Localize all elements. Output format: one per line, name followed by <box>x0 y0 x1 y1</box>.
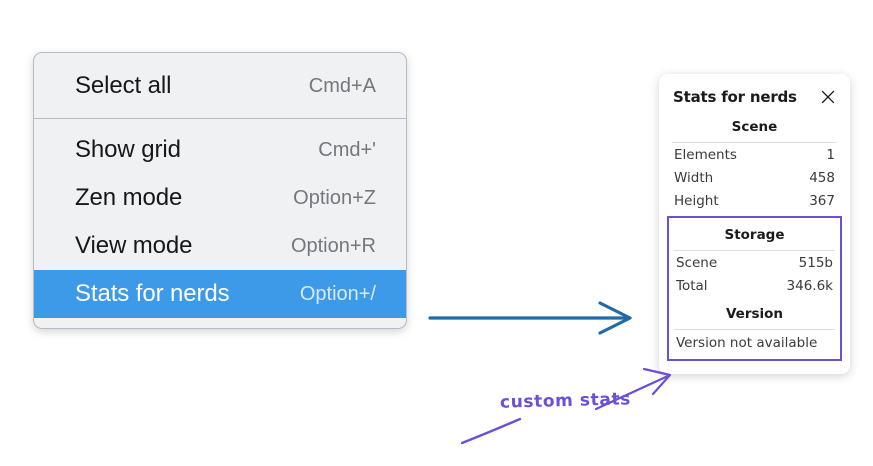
stats-panel-body: Scene Elements 1 Width 458 Height 367 St… <box>659 110 850 374</box>
menu-section-1: Select all Cmd+A <box>34 53 406 118</box>
menu-item-show-grid[interactable]: Show grid Cmd+' <box>34 126 406 174</box>
stat-value: 346.6k <box>786 278 833 294</box>
section-heading-storage: Storage <box>724 227 785 243</box>
section-heading-scene: Scene <box>731 119 778 135</box>
stat-row-width: Width 458 <box>672 166 837 189</box>
stat-value: 1 <box>826 147 835 163</box>
stat-row-storage-scene: Scene 515b <box>674 251 835 274</box>
stat-row-height: Height 367 <box>672 189 837 212</box>
menu-separator <box>34 118 406 119</box>
menu-item-shortcut: Cmd+' <box>318 138 376 161</box>
stats-panel-header: Stats for nerds <box>659 74 850 110</box>
version-not-available-text: Version not available <box>676 335 818 351</box>
stats-for-nerds-panel: Stats for nerds Scene Elements 1 Width 4… <box>659 74 850 374</box>
menu-item-view-mode[interactable]: View mode Option+R <box>34 222 406 270</box>
menu-item-shortcut: Option+/ <box>299 282 376 305</box>
close-icon[interactable] <box>820 89 836 105</box>
stat-key: Width <box>674 170 714 186</box>
stat-value: 367 <box>809 193 835 209</box>
divider <box>674 329 835 330</box>
menu-item-label: Show grid <box>75 136 181 163</box>
menu-item-shortcut: Option+R <box>290 234 376 257</box>
menu-item-label: Select all <box>75 72 172 99</box>
stat-key: Total <box>676 278 708 294</box>
context-menu: Select all Cmd+A Show grid Cmd+' Zen mod… <box>33 52 407 329</box>
menu-item-select-all[interactable]: Select all Cmd+A <box>34 62 406 110</box>
stat-key: Elements <box>674 147 737 163</box>
blue-arrow-icon <box>428 301 632 335</box>
stat-row-storage-total: Total 346.6k <box>674 274 835 297</box>
menu-item-stats-for-nerds[interactable]: Stats for nerds Option+/ <box>34 270 406 318</box>
stat-key: Height <box>674 193 719 209</box>
menu-item-label: Zen mode <box>75 184 183 211</box>
divider <box>672 142 837 143</box>
stat-key: Scene <box>676 255 718 271</box>
purple-arrow-icon <box>594 367 672 411</box>
menu-item-zen-mode[interactable]: Zen mode Option+Z <box>34 174 406 222</box>
section-heading-version: Version <box>725 306 784 322</box>
menu-section-2: Show grid Cmd+' Zen mode Option+Z View m… <box>34 119 406 328</box>
stat-row-elements: Elements 1 <box>672 143 837 166</box>
menu-item-label: View mode <box>75 232 193 259</box>
divider <box>674 250 835 251</box>
custom-stats-region: Storage Scene 515b Total 346.6k Version … <box>667 216 842 361</box>
stat-value: 515b <box>798 255 833 271</box>
stat-value: 458 <box>809 170 835 186</box>
menu-item-shortcut: Option+Z <box>293 186 376 209</box>
menu-item-shortcut: Cmd+A <box>308 74 376 97</box>
purple-underline-stroke <box>460 417 522 445</box>
custom-stats-annotation-label: custom stats <box>499 389 632 413</box>
stats-panel-title: Stats for nerds <box>673 88 797 106</box>
menu-item-label: Stats for nerds <box>75 280 230 307</box>
